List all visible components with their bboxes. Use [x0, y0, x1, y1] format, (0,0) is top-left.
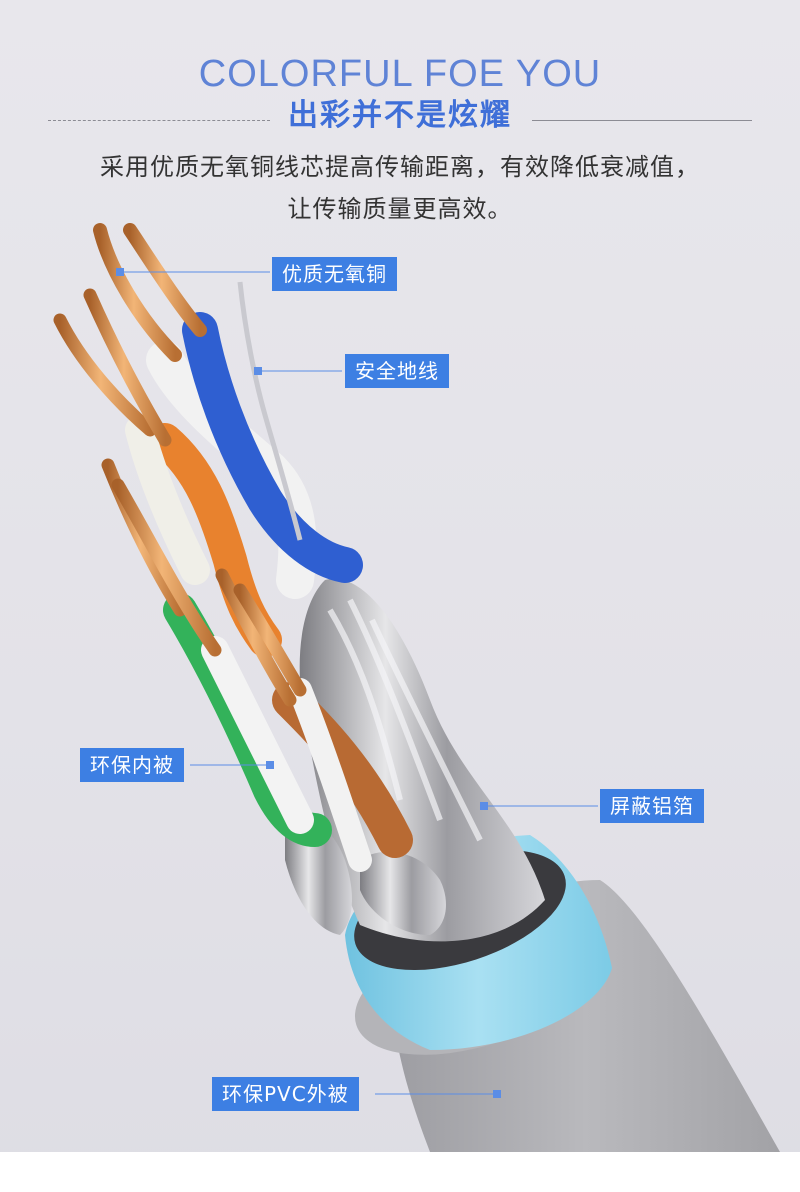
copper-conductor-1 [93, 223, 182, 362]
copper-conductor-2 [123, 223, 207, 337]
title-rule-right [532, 120, 752, 121]
copper-conductor-6 [111, 478, 222, 657]
callout-leaders [120, 271, 598, 1095]
pair-green-white-wire [201, 636, 314, 834]
title-english: COLORFUL FOE YOU [198, 53, 602, 95]
dot-foil [480, 802, 488, 810]
foil-center [360, 851, 446, 935]
callout-label-inner-jacket: 环保内被 [80, 748, 184, 782]
pair-orange-white-wire [125, 415, 210, 585]
ground-drain-wire [237, 281, 303, 541]
copper-conductor-3 [53, 313, 157, 437]
pair-blue-wire [182, 312, 363, 583]
foil-stripes [327, 598, 483, 842]
copper-conductor-7 [215, 568, 297, 707]
copper-conductor-8 [233, 583, 307, 697]
bottom-strip [0, 1152, 800, 1192]
dot-copper [116, 268, 124, 276]
dot-ground [254, 367, 262, 375]
pair-brown-white-wire [288, 678, 372, 872]
foil-left [285, 820, 352, 935]
title-rule-left [48, 120, 270, 121]
callout-label-copper: 优质无氧铜 [272, 257, 397, 291]
description-line-1: 采用优质无氧铜线芯提高传输距离，有效降低衰减值， [100, 153, 700, 181]
dot-outer-jacket [493, 1090, 501, 1098]
description: 采用优质无氧铜线芯提高传输距离，有效降低衰减值， 让传输质量更高效。 [0, 146, 800, 230]
dot-inner-jacket [266, 761, 274, 769]
title-chinese: 出彩并不是炫耀 [288, 98, 512, 133]
callout-label-foil: 屏蔽铝箔 [600, 789, 704, 823]
description-line-2: 让传输质量更高效。 [287, 195, 513, 223]
copper-conductor-4 [83, 288, 172, 447]
callout-label-ground: 安全地线 [345, 354, 449, 388]
callout-dots [116, 268, 501, 1098]
callout-label-outer-jacket: 环保PVC外被 [212, 1077, 359, 1111]
